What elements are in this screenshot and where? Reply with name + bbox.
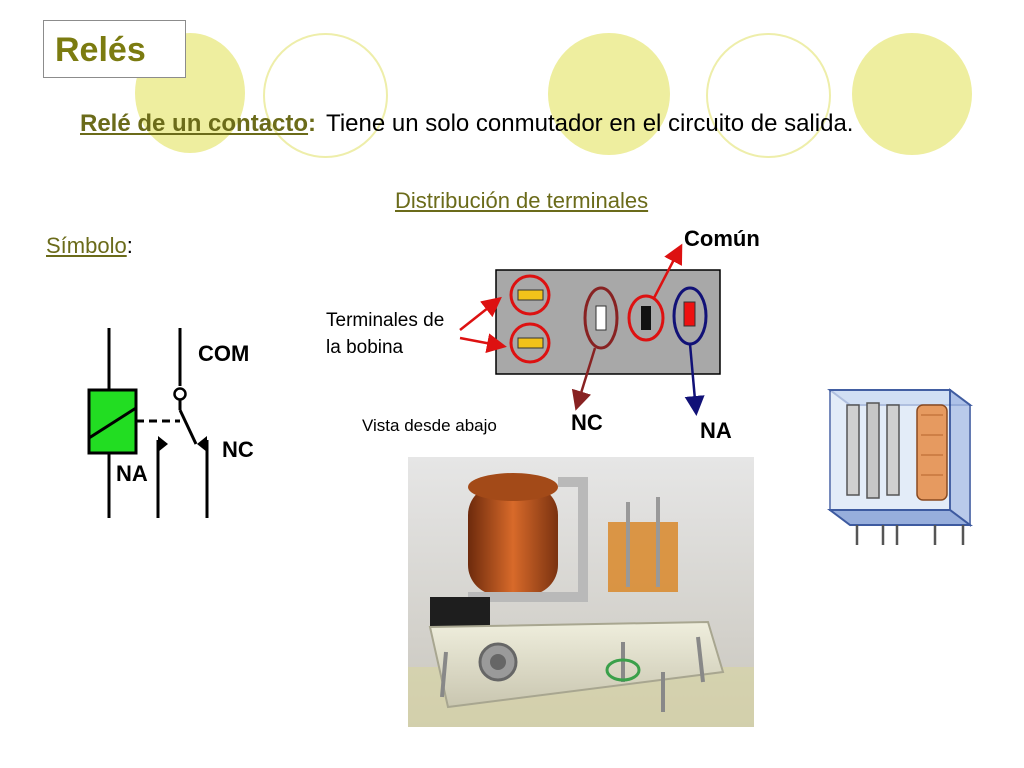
relay-photo [408,457,754,727]
com-terminal [641,306,651,330]
decor-circle-2 [263,33,388,158]
distribution-heading: Distribución de terminales [395,188,649,213]
coil-terminals-label-line2: la bobina [326,337,404,358]
subtitle-label: Relé de un contacto [80,110,309,137]
symbol-label: Símbolo: [46,233,133,259]
nc-terminal [595,305,607,331]
coil-terminals-label-line1: Terminales de [326,310,445,331]
symbol-colon: : [126,233,133,258]
relay-transparent-diagram [827,388,973,545]
coil-terminal-1 [517,289,544,301]
decor-circle-4 [706,33,831,158]
comun-label: Común [684,226,760,251]
na-terminal [683,301,696,327]
page-title: Relés [55,31,146,69]
view-from-below-label: Vista desde abajo [362,416,497,435]
subtitle-row: Relé de un contacto: Tiene un solo conmut… [80,110,853,138]
relay-base-panel [495,269,721,375]
coil-terminal-2 [517,337,544,349]
terminal-diagram [459,243,721,416]
subtitle-colon: : [308,110,317,137]
terminal-nc-label: NC [571,410,603,435]
symbol-na-label: NA [116,461,148,486]
relay-symbol-diagram [87,328,209,518]
symbol-nc-label: NC [222,437,254,462]
title-box: Relés [43,20,186,78]
symbol-word: Símbolo [46,233,127,258]
symbol-com-label: COM [198,341,250,366]
decor-circle-3 [548,33,670,155]
terminal-na-label: NA [700,418,732,443]
subtitle-description: Tiene un solo conmutador en el circuito … [326,110,854,137]
decor-circle-5 [852,33,972,155]
